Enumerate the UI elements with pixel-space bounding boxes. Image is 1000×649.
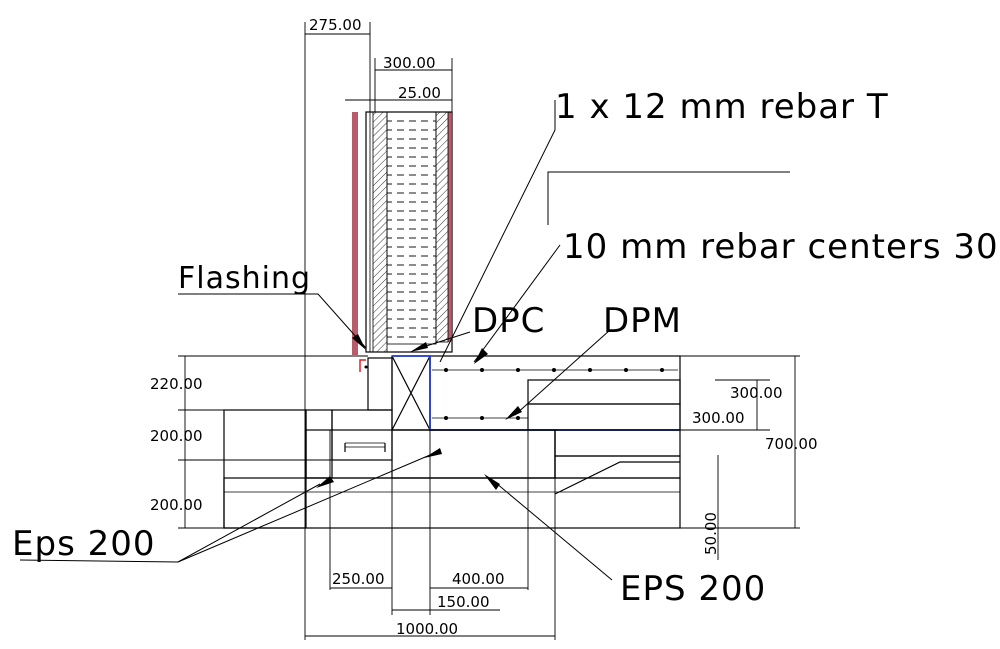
dimension-labels: 275.00 300.00 25.00 220.00 200.00 200.00… [150,16,818,638]
dim-50: 50.00 [702,512,720,555]
dim-250: 250.00 [332,570,385,588]
dpm-line [392,355,680,431]
eps-column-left [305,409,333,479]
annotation-labels: 1 x 12 mm rebar T 10 mm rebar centers 30… [12,87,1000,609]
concrete-footing-left [223,409,307,529]
dim-275: 275.00 [309,16,362,34]
wall-insulation-core [386,111,437,345]
label-rebar-t: 1 x 12 mm rebar T [555,87,889,127]
dim-300-r2: 300.00 [692,409,745,427]
dim-300-r1: 300.00 [730,384,783,402]
rebar-dots [364,365,664,420]
dim-200-b: 200.00 [150,496,203,514]
leader-lines [19,100,790,581]
label-eps-right: EPS 200 [620,569,766,609]
plinth-block [367,357,393,411]
label-rebar-centers: 10 mm rebar centers 300 [563,227,1000,267]
dim-1000: 1000.00 [396,620,458,638]
floor-slab [429,355,681,431]
dim-300-top: 300.00 [383,54,436,72]
dim-700: 700.00 [765,435,818,453]
foundation-assembly [223,355,681,529]
concrete-base [223,477,681,529]
cladding-strip-right [448,112,451,342]
dim-150: 150.00 [437,593,490,611]
dim-400: 400.00 [452,570,505,588]
dim-25: 25.00 [398,84,441,102]
slab-insulation-lower [554,429,681,457]
flashing-mark [359,359,366,372]
wall-assembly [352,111,453,355]
dimension-lines [178,22,800,640]
leader-arrowheads [316,334,522,490]
footing-block [331,409,393,461]
cladding-strip-left [352,112,358,355]
label-dpc: DPC [472,301,545,341]
label-dpm: DPM [603,301,682,341]
concrete-wedge [554,455,681,479]
dim-220: 220.00 [150,375,203,393]
dim-200-a: 200.00 [150,427,203,445]
label-eps-left: Eps 200 [12,524,155,564]
wall-board-right [435,111,449,343]
slab-insulation-mid [527,403,681,431]
label-flashing: Flashing [178,261,311,296]
wall-board-left [372,111,388,353]
